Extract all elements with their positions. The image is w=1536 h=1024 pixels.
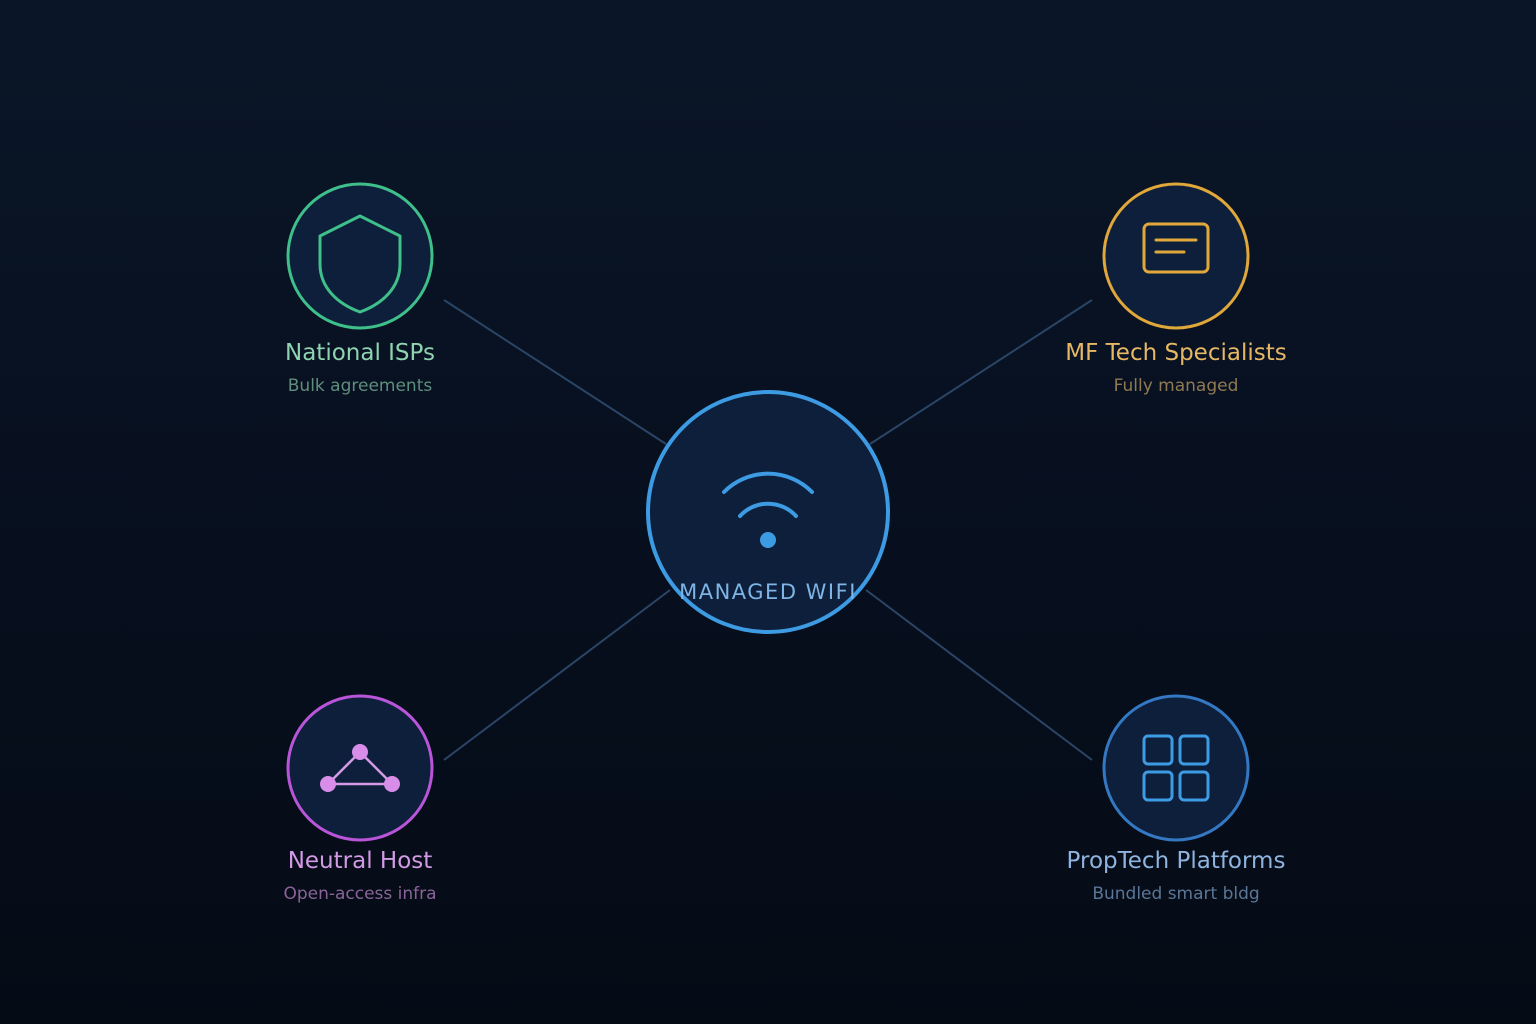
node-proptech-platforms: PropTech Platforms Bundled smart bldg: [1067, 694, 1286, 904]
node-circle: [1102, 694, 1250, 842]
node-subtitle: Open-access infra: [283, 884, 436, 904]
connector-neutral-host: [443, 589, 671, 761]
wifi-icon: [722, 471, 814, 548]
node-title: Neutral Host: [288, 848, 433, 874]
node-mf-tech-specialists: MF Tech Specialists Fully managed: [1065, 182, 1287, 396]
node-subtitle: Bulk agreements: [288, 376, 433, 396]
node-circle: [286, 694, 434, 842]
node-title: MF Tech Specialists: [1065, 340, 1286, 366]
connector-mf-tech-specialists: [869, 299, 1093, 445]
connectors: [443, 299, 1093, 761]
grid-icon: [1142, 734, 1210, 802]
node-title: PropTech Platforms: [1067, 848, 1286, 874]
center-hub-label: MANAGED WIFI: [679, 580, 857, 604]
connector-national-isps: [443, 299, 667, 445]
node-subtitle: Bundled smart bldg: [1092, 884, 1259, 904]
node-circle: [286, 182, 434, 330]
node-title: National ISPs: [285, 340, 435, 366]
node-national-isps: National ISPs Bulk agreements: [285, 182, 435, 396]
center-hub: MANAGED WIFI: [646, 390, 890, 634]
card-icon: [1142, 222, 1210, 274]
node-neutral-host: Neutral Host Open-access infra: [283, 694, 437, 904]
network-triangle-icon: [320, 744, 400, 792]
node-subtitle: Fully managed: [1114, 376, 1239, 396]
node-circle: [1102, 182, 1250, 330]
shield-icon: [318, 214, 402, 314]
center-hub-circle: [646, 390, 890, 634]
connector-proptech-platforms: [865, 589, 1093, 761]
